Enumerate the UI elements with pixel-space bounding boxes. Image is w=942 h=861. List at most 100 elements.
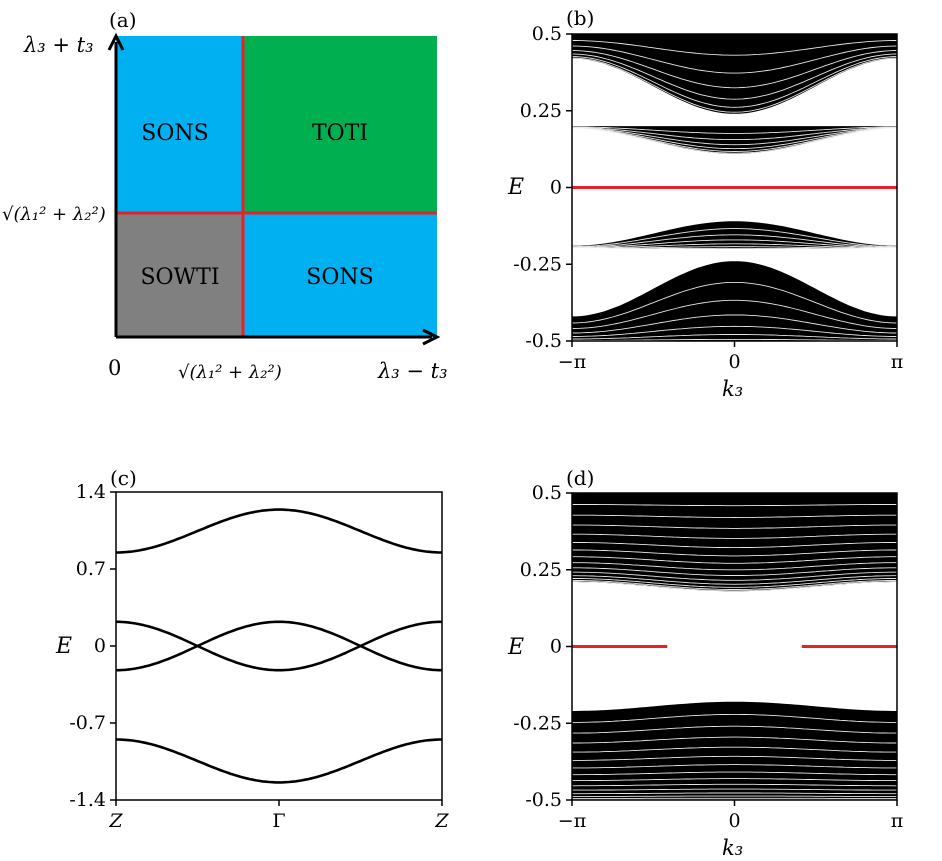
y-axis-label: λ₃ + t₃ — [23, 33, 94, 57]
subband-line-b-0-6 — [572, 40, 897, 56]
subband-line-b-0-5 — [571, 45, 898, 74]
subband-line-b-2-4 — [572, 239, 897, 249]
y-axis-label-d: E — [507, 635, 524, 660]
y-tick-label-d-4: -0.5 — [525, 789, 562, 811]
y-tick-label-c-2: 0 — [94, 635, 106, 657]
subband-line-b-3-5 — [571, 299, 898, 329]
subband-line-d-1-7 — [572, 778, 897, 782]
subband-line-d-1-13 — [572, 725, 897, 734]
subband-line-b-1-3 — [572, 128, 897, 150]
subband-line-d-1-6 — [572, 783, 897, 787]
subband-line-d-0-10 — [572, 542, 897, 549]
subband-line-b-1-2 — [571, 128, 898, 152]
subband-line-b-3-6 — [571, 281, 898, 324]
region-sons-bottom-right — [243, 213, 437, 337]
x-tick-label-c-2: Z — [434, 810, 449, 832]
subband-line-b-0-1 — [572, 57, 897, 113]
subband-line-d-0-6 — [572, 567, 897, 576]
plot-frame-c — [115, 491, 443, 801]
subband-line-d-0-7 — [571, 562, 898, 571]
subband-line-b-2-2 — [572, 246, 897, 250]
region-label-sons-bottom: SONS — [306, 265, 373, 290]
band-d-1 — [572, 701, 897, 800]
x-tick-label-d-2: π — [891, 810, 904, 832]
subband-line-b-1-4 — [572, 127, 897, 146]
x-tick-label-c-1: Γ — [272, 810, 285, 832]
subband-line-d-1-4 — [572, 792, 897, 795]
subband-line-b-3-4 — [572, 314, 897, 334]
region-toti — [243, 36, 437, 213]
subband-line-d-0-9 — [572, 549, 897, 557]
panel-label-b: (b) — [566, 6, 594, 30]
subband-line-d-1-9 — [572, 764, 897, 769]
y-tick-label-d-1: 0.25 — [520, 559, 562, 581]
dispersion-curve-1 — [116, 620, 442, 672]
panel-label-d: (d) — [566, 466, 594, 490]
subband-line-d-1-12 — [572, 736, 897, 744]
subband-line-d-1-8 — [572, 771, 897, 776]
x-tick-label-d-0: −π — [558, 810, 586, 832]
x-tick-label-b-0: −π — [558, 351, 586, 373]
band-d-0 — [572, 493, 897, 592]
subband-line-d-0-2 — [571, 579, 898, 590]
subband-line-d-1-5 — [572, 788, 897, 791]
dispersion-curve-0 — [116, 508, 442, 554]
panel-label-c: (c) — [110, 466, 137, 490]
subband-line-d-0-14 — [572, 504, 897, 507]
subband-line-b-1-6 — [572, 126, 897, 134]
dispersion-curve-2 — [116, 620, 442, 672]
y-tick-label-d-0: 0.5 — [532, 482, 562, 504]
subband-line-b-3-3 — [572, 325, 897, 337]
y-tick-label-c-1: 0.7 — [76, 558, 106, 580]
subband-line-b-3-1 — [572, 338, 897, 341]
plot-frame-b — [571, 33, 898, 342]
subband-line-d-1-10 — [572, 755, 897, 761]
subband-line-d-0-11 — [572, 533, 897, 539]
y-tick-label-d-3: -0.25 — [513, 712, 562, 734]
y-axis-label-c: E — [55, 634, 72, 659]
subband-line-d-0-1 — [572, 581, 897, 592]
x-tick-label-b-1: 0 — [728, 351, 740, 373]
x-axis-label-b: k₃ — [722, 377, 743, 401]
plot-frame-d — [571, 492, 898, 801]
x-axis-label: λ₃ − t₃ — [377, 359, 448, 383]
y-tick-label-d-2: 0 — [550, 636, 562, 658]
x-tick-label-sqrt: √(λ₁² + λ₂²) — [178, 362, 282, 383]
dispersion-curve-3 — [116, 738, 442, 784]
subband-line-b-2-3 — [572, 243, 897, 249]
y-axis-label-b: E — [507, 175, 524, 200]
x-tick-label-zero: 0 — [108, 356, 121, 380]
y-tick-label-b-1: 0.25 — [520, 100, 562, 122]
panel-label-a: (a) — [109, 8, 137, 32]
region-sons-top-left — [116, 36, 243, 213]
subband-line-d-1-14 — [572, 713, 897, 723]
y-tick-label-c-3: -0.7 — [69, 712, 106, 734]
y-arrowhead — [107, 32, 125, 51]
panel-a: SONS TOTI SOWTI SONS λ₃ + t₃ λ₃ − t₃ √(λ… — [2, 8, 448, 383]
region-label-toti: TOTI — [312, 121, 368, 146]
subband-line-b-0-3 — [571, 53, 898, 100]
x-arrowhead — [422, 328, 441, 346]
subband-line-b-3-2 — [572, 334, 897, 340]
subband-line-d-0-3 — [572, 578, 897, 588]
y-tick-label-sqrt: √(λ₁² + λ₂²) — [2, 204, 106, 225]
x-tick-label-d-1: 0 — [728, 810, 740, 832]
subband-line-b-2-1 — [572, 247, 897, 250]
subband-line-d-0-12 — [572, 524, 897, 529]
region-sowti — [116, 213, 243, 337]
band-b-3 — [572, 261, 897, 341]
band-b-0 — [572, 34, 897, 114]
region-label-sowti: SOWTI — [140, 265, 219, 290]
subband-line-d-0-8 — [572, 556, 897, 564]
subband-line-b-0-2 — [572, 56, 897, 108]
x-tick-label-b-2: π — [891, 351, 904, 373]
subband-line-b-1-5 — [572, 127, 897, 141]
subband-line-b-0-4 — [571, 50, 898, 89]
y-tick-label-b-2: 0 — [550, 177, 562, 199]
subband-line-d-1-11 — [572, 746, 897, 753]
y-tick-label-b-3: -0.25 — [513, 253, 562, 275]
